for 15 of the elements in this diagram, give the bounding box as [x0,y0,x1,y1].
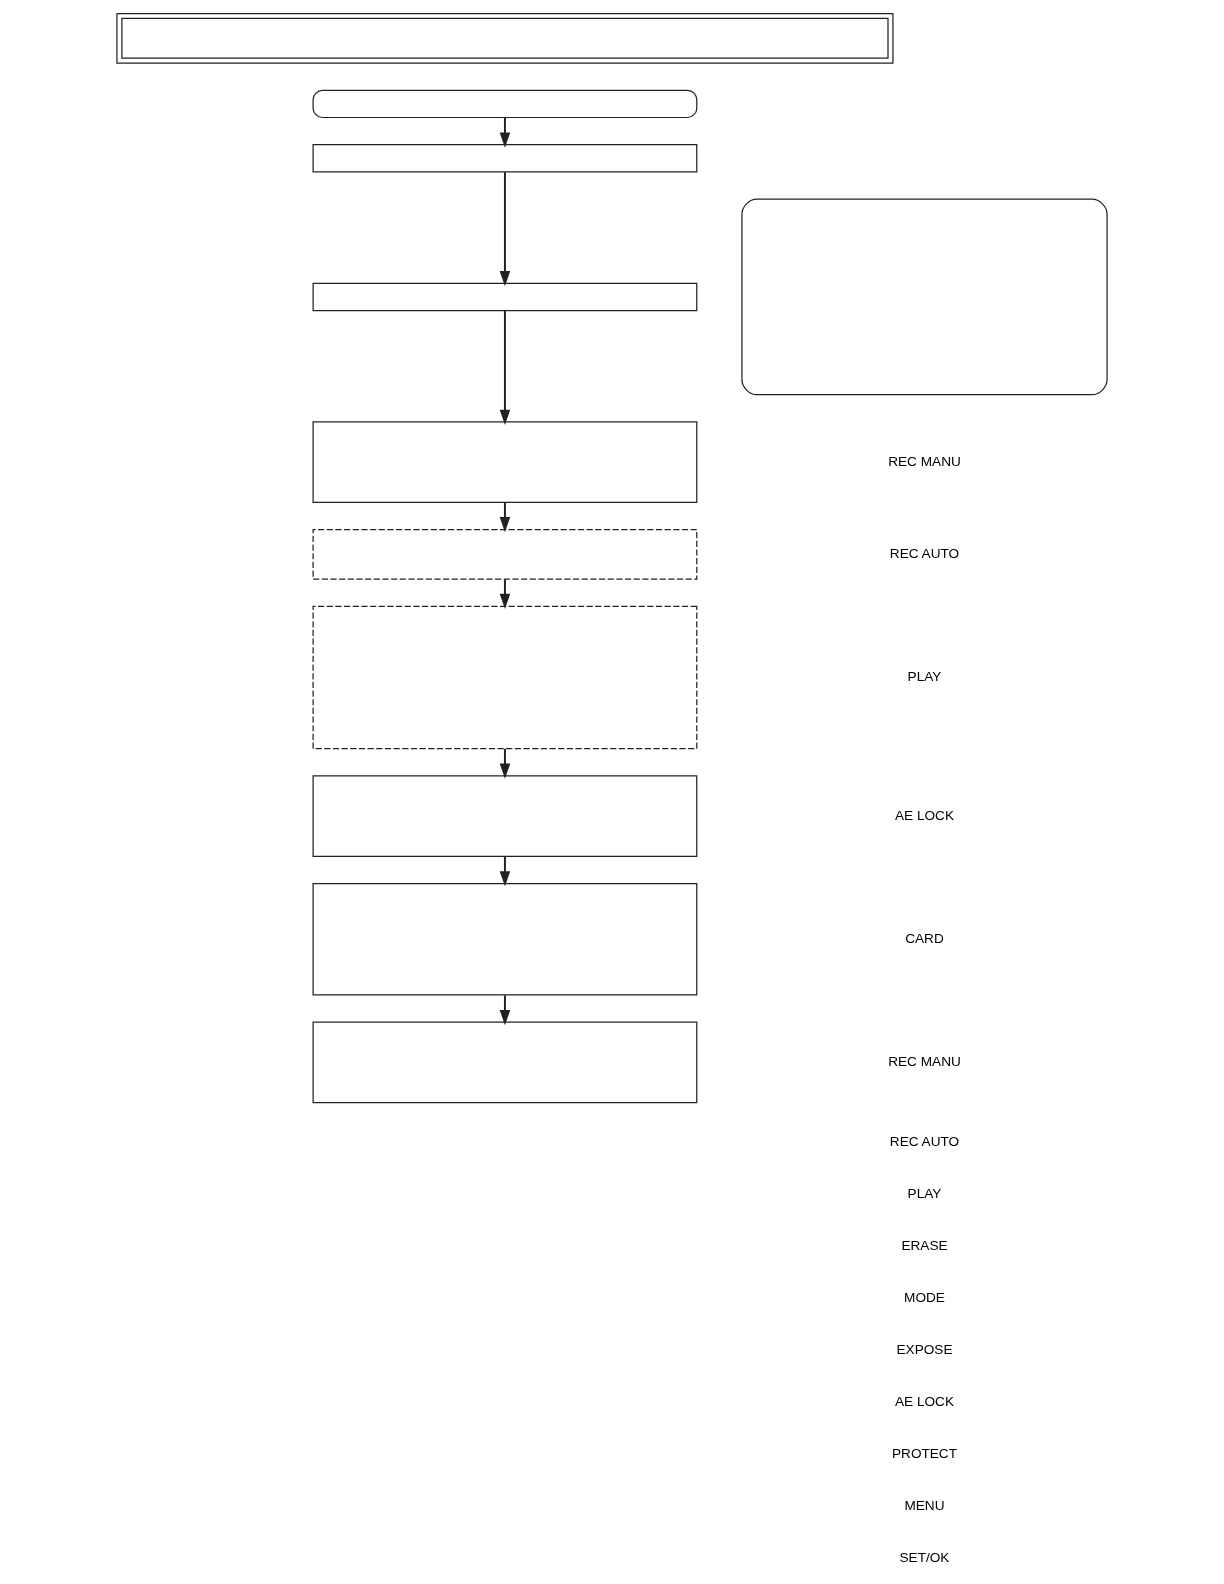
label: SET/OK [899,1549,950,1565]
label: ERASE [901,1237,948,1253]
label: PLAY [907,668,942,684]
label: EXPOSE [896,1341,953,1357]
label: REC MANU [888,453,961,469]
label: CARD [905,930,944,946]
label: REC AUTO [889,545,960,561]
label: MENU [904,1497,945,1513]
label: AE LOCK [895,1393,954,1409]
label: PROTECT [891,1445,958,1461]
label: AE LOCK [895,807,954,823]
label: MODE [904,1289,945,1305]
label: REC AUTO [889,1133,960,1149]
label: REC MANU [888,1053,961,1069]
label: PLAY [907,1185,942,1201]
